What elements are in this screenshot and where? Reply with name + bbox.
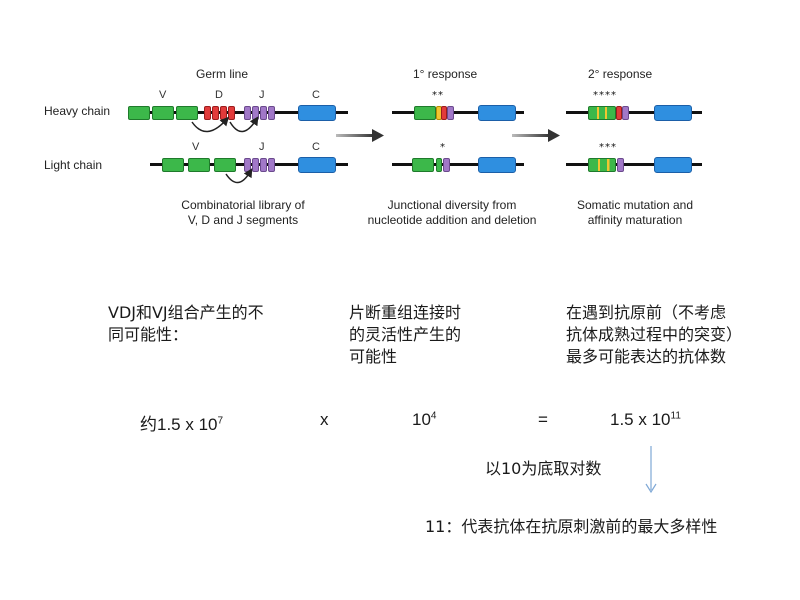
germ-line-title: Germ line <box>196 67 249 81</box>
transition-arrow-2 <box>512 129 560 142</box>
heavy-v-segment <box>152 106 174 120</box>
light-r1-mutation-stars: * <box>440 142 446 153</box>
heavy-r2-d <box>616 106 622 120</box>
light-c-segment <box>298 157 336 173</box>
heavy-v-label: V <box>159 89 167 101</box>
secondary-response-caption: Somatic mutation and affinity maturation <box>576 198 694 227</box>
term-vdj-count: 约1.5 x 107 <box>140 415 224 434</box>
term-junctional-count: 104 <box>412 410 437 429</box>
transition-arrow-1 <box>336 129 384 142</box>
heavy-c-segment <box>298 105 336 121</box>
secondary-response-title: 2° response <box>588 67 653 81</box>
note-junctional-flexibility: 片断重组连接时 的灵活性产生的 可能性 <box>349 303 462 366</box>
heavy-r1-j <box>447 106 454 120</box>
heavy-chain-label: Heavy chain <box>44 104 111 118</box>
light-v-segment <box>214 158 236 172</box>
heavy-vd-arc <box>191 116 230 133</box>
log-base-10-note: 以10为底取对数 <box>485 459 602 478</box>
primary-response-caption: Junctional diversity from nucleotide add… <box>367 198 537 227</box>
heavy-r2-v <box>588 106 616 120</box>
heavy-d-segment <box>212 106 219 120</box>
light-r1-c <box>478 157 516 173</box>
heavy-v-segment <box>176 106 198 120</box>
recombination-arcs <box>191 116 259 184</box>
light-j-segment <box>260 158 267 172</box>
light-vj-arc <box>225 168 253 184</box>
light-j-segment <box>268 158 275 172</box>
heavy-r2-c <box>654 105 692 121</box>
germ-line-caption: Combinatorial library of V, D and J segm… <box>181 198 305 227</box>
heavy-r1-d <box>441 106 447 120</box>
heavy-j-segment <box>260 106 267 120</box>
heavy-j-segment <box>244 106 251 120</box>
note-vdj-combinations: VDJ和VJ组合产生的不 同可能性： <box>108 303 264 344</box>
heavy-d-segment <box>204 106 211 120</box>
heavy-j-label: J <box>259 89 265 101</box>
light-v-label: V <box>192 141 200 153</box>
light-r2-v <box>588 158 616 172</box>
heavy-r2-line <box>566 111 702 114</box>
down-arrow-icon <box>645 446 657 494</box>
light-r2-line <box>566 163 702 166</box>
heavy-d-segment <box>228 106 235 120</box>
equals-sign: = <box>538 410 548 429</box>
light-v-segment <box>188 158 210 172</box>
light-r2-mutation-stars: *** <box>599 142 617 153</box>
heavy-v-segment <box>128 106 150 120</box>
heavy-c-label: C <box>312 89 320 101</box>
light-r1-line <box>392 163 524 166</box>
result-total: 1.5 x 1011 <box>610 410 681 429</box>
light-r1-v <box>412 158 434 172</box>
times-sign: x <box>320 410 329 429</box>
heavy-r2-j <box>622 106 629 120</box>
heavy-j-segment <box>268 106 275 120</box>
heavy-r1-line <box>392 111 524 114</box>
heavy-d-label: D <box>215 89 223 101</box>
light-r1-j <box>443 158 450 172</box>
heavy-r1-c <box>478 105 516 121</box>
light-j-label: J <box>259 141 265 153</box>
heavy-r1-v <box>414 106 436 120</box>
light-c-label: C <box>312 141 320 153</box>
heavy-r2-mutation-stars: **** <box>593 90 617 101</box>
light-v-segment <box>162 158 184 172</box>
conclusion-text: 11：代表抗体在抗原刺激前的最大多样性 <box>425 517 718 536</box>
note-max-antibodies: 在遇到抗原前（不考虑 抗体成熟过程中的突变） 最多可能表达的抗体数 <box>566 303 743 366</box>
heavy-dj-arc <box>229 116 259 133</box>
primary-response-title: 1° response <box>413 67 478 81</box>
light-r2-j <box>617 158 624 172</box>
heavy-germ-line <box>128 111 348 114</box>
light-j-segment <box>252 158 259 172</box>
light-r1-v <box>436 158 442 172</box>
heavy-r1-mutation-stars: ** <box>432 90 444 101</box>
light-chain-label: Light chain <box>44 158 103 172</box>
light-r2-c <box>654 157 692 173</box>
